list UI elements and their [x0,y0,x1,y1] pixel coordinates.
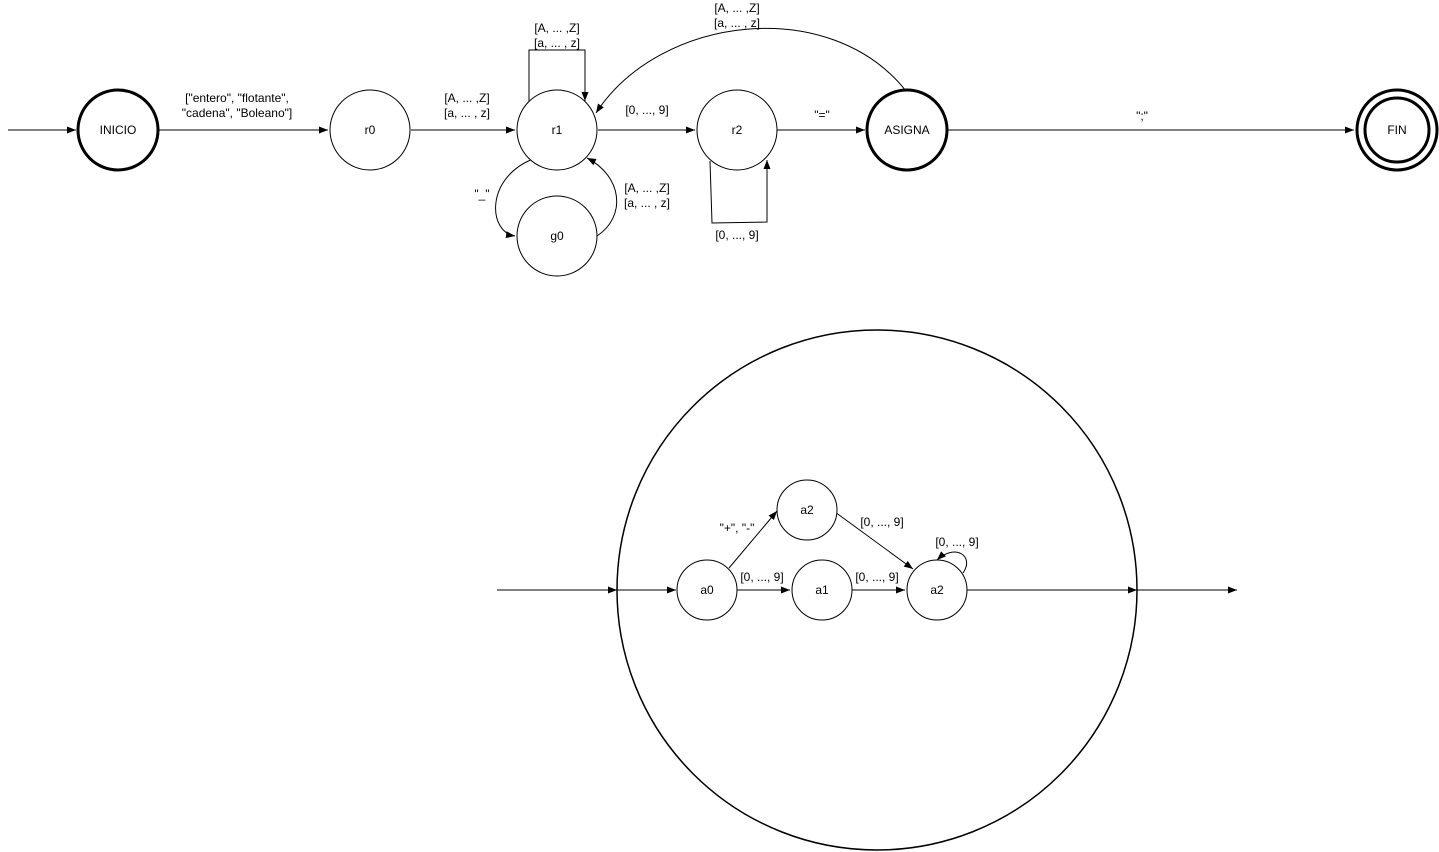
label-asigna-r1-line1: [A, ... ,Z] [714,1,759,15]
label-r2-asigna: "=" [814,108,830,122]
top-edge-labels: ["entero", "flotante", "cadena", "Bolean… [182,1,1148,242]
state-a2-end-label: a2 [930,583,944,597]
label-r1-loop-line1: [A, ... ,Z] [534,21,579,35]
label-g0-r1-line1: [A, ... ,Z] [624,181,669,195]
state-inicio[interactable]: INICIO [76,88,160,172]
bottom-automaton: a0 a2 a1 a2 "+", "-" [0, ..., 9] [0, ...… [497,329,1237,851]
state-r1-label: r1 [552,123,563,137]
state-a0[interactable]: a0 [676,559,738,621]
edge-r2-self-loop [709,160,771,224]
edge-asigna-to-r1 [595,27,907,114]
label-r1-r2: [0, ..., 9] [625,103,668,117]
state-asigna[interactable]: ASIGNA [865,88,949,172]
label-a2-end-loop: [0, ..., 9] [935,535,978,549]
label-a0-a1: [0, ..., 9] [740,570,783,584]
state-a1[interactable]: a1 [791,559,853,621]
label-r0-r1-line2: [a, ... , z] [444,106,490,120]
state-a0-label: a0 [700,583,714,597]
state-r1[interactable]: r1 [516,89,598,171]
edge-r1-self-loop [528,49,589,101]
label-a0-a2-top: "+", "-" [720,521,755,535]
edge-g0-to-r1 [586,157,618,237]
state-g0[interactable]: g0 [516,195,598,277]
state-inicio-label: INICIO [100,123,137,137]
edge-r1-to-g0 [495,158,534,239]
state-r0-label: r0 [365,123,376,137]
label-r0-r1-line1: [A, ... ,Z] [444,91,489,105]
label-a2-top-a2-end: [0, ..., 9] [860,515,903,529]
label-r1-loop-line2: [a, ... , z] [534,36,580,50]
edge-a2-end-self-loop [936,551,968,574]
label-a1-a2-end: [0, ..., 9] [855,570,898,584]
label-inicio-r0-line2: "cadena", "Boleano"] [182,106,292,120]
label-asigna-fin: ";" [1136,109,1148,123]
state-a2-top-label: a2 [800,503,814,517]
edge-a0-to-a2-top [728,510,778,569]
label-g0-r1-line2: [a, ... , z] [624,196,670,210]
edge-a2-top-to-a2-end [834,511,914,570]
state-asigna-label: ASIGNA [884,123,929,137]
state-r2-label: r2 [732,123,743,137]
label-asigna-r1-line2: [a, ... , z] [714,16,760,30]
state-g0-label: g0 [550,229,564,243]
state-a2-top[interactable]: a2 [776,479,838,541]
state-r2[interactable]: r2 [696,89,778,171]
top-nodes: INICIO r0 r1 g0 r2 ASIGNA FIN [76,88,1439,277]
label-inicio-r0-line1: ["entero", "flotante", [185,91,289,105]
label-r1-g0: "_" [474,187,489,201]
label-r2-loop: [0, ..., 9] [715,228,758,242]
state-a2-end[interactable]: a2 [906,559,968,621]
state-fin-label: FIN [1387,123,1406,137]
top-edges [8,27,1354,239]
state-fin[interactable]: FIN [1355,88,1439,172]
state-a1-label: a1 [815,583,829,597]
state-r0[interactable]: r0 [329,89,411,171]
